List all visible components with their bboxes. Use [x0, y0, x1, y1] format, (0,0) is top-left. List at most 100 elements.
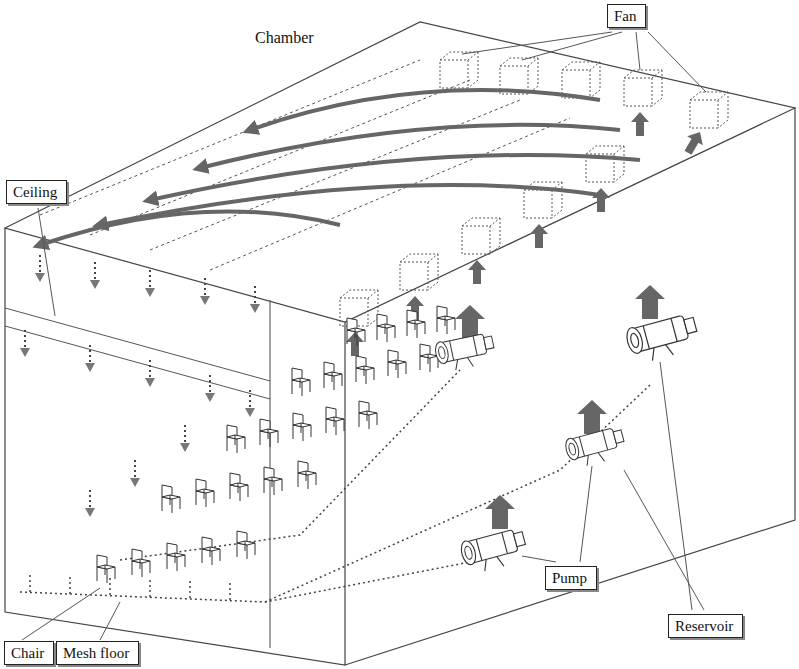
- flow-curve: [150, 155, 640, 200]
- leader-line: [462, 32, 612, 54]
- leader-line: [22, 588, 100, 640]
- airflow-arrow: [631, 112, 649, 136]
- chair: [407, 310, 425, 338]
- ceiling-line: [5, 326, 270, 399]
- airflow-arrow: [468, 260, 486, 284]
- chair: [227, 425, 245, 453]
- ceiling-airflow: [40, 90, 640, 245]
- chair: [347, 318, 365, 346]
- fan-unit: [440, 52, 478, 88]
- pump-unit: [564, 425, 628, 470]
- figure-label: Chamber: [255, 28, 314, 47]
- chair: [292, 368, 310, 396]
- downflow-arrows: [20, 255, 260, 517]
- label-box: Reservoir: [668, 614, 743, 638]
- ceiling-line: [5, 308, 270, 381]
- chair: [132, 549, 150, 577]
- fan-unit: [400, 254, 438, 290]
- downflow-arrow: [145, 360, 155, 387]
- leader-line: [100, 602, 120, 640]
- downflow-arrow: [205, 375, 215, 402]
- leader-line: [522, 32, 622, 60]
- chair: [230, 473, 248, 501]
- chairs: [97, 306, 455, 583]
- leader-line: [648, 32, 706, 92]
- label-box: Chair: [4, 641, 54, 665]
- chair: [298, 461, 316, 489]
- fan-unit: [624, 70, 662, 106]
- airflow-arrow: [635, 285, 665, 319]
- fan-unit: [586, 146, 624, 182]
- ceiling-grid-line: [90, 80, 470, 235]
- leader-line: [636, 32, 640, 70]
- label-box: Fan: [607, 4, 646, 28]
- downflow-arrow: [35, 255, 45, 282]
- flow-curve: [100, 185, 600, 225]
- pump-up-arrows: [455, 285, 665, 529]
- chair: [237, 531, 255, 559]
- top-face: [5, 22, 795, 322]
- airflow-arrow: [592, 188, 610, 212]
- leader-line: [38, 208, 55, 316]
- part-name: Ceiling: [13, 183, 60, 201]
- part-name: Reservoir: [675, 617, 736, 635]
- downflow-arrow: [245, 390, 255, 417]
- chamber-outline: [5, 22, 795, 665]
- ceiling-grid-line: [210, 118, 570, 270]
- chair: [196, 479, 214, 507]
- chair: [359, 401, 377, 429]
- part-name: Pump: [552, 569, 590, 587]
- mesh-floor: [20, 370, 650, 602]
- fan-unit: [462, 218, 500, 254]
- chair: [162, 485, 180, 513]
- chair: [437, 306, 455, 334]
- floor-duct-line: [120, 370, 460, 560]
- chair: [326, 407, 344, 435]
- leader-line: [580, 466, 592, 562]
- fan-unit: [340, 290, 378, 326]
- chair: [388, 350, 406, 378]
- floor-duct-line: [265, 385, 650, 602]
- part-name: Mesh floor: [63, 644, 132, 662]
- airflow-arrow: [530, 224, 548, 248]
- fan-unit: [562, 62, 600, 98]
- airflow-arrow: [485, 495, 515, 529]
- downflow-arrow: [145, 270, 155, 297]
- chair: [202, 537, 220, 565]
- airflow-arrow: [680, 128, 708, 158]
- downflow-arrow: [250, 286, 260, 313]
- airflow-arrow: [577, 400, 607, 434]
- label-box: Mesh floor: [56, 641, 139, 665]
- chair: [260, 419, 278, 447]
- part-name: Fan: [614, 7, 639, 25]
- leader-line: [624, 470, 704, 610]
- leader-line: [660, 362, 692, 610]
- chair: [167, 543, 185, 571]
- downflow-arrow: [90, 262, 100, 289]
- chair: [293, 413, 311, 441]
- downflow-arrow: [200, 278, 210, 305]
- pump-unit: [434, 331, 497, 373]
- downflow-arrow: [85, 490, 95, 517]
- ceiling-grid-line: [150, 100, 520, 250]
- fan-unit: [690, 92, 728, 128]
- chair: [97, 555, 115, 583]
- chair: [356, 356, 374, 384]
- fan-up-arrows: [346, 112, 708, 356]
- downflow-arrow: [20, 330, 30, 357]
- leader-line: [522, 556, 556, 562]
- pumps: [434, 312, 701, 576]
- label-box: Pump: [545, 566, 597, 590]
- ceiling-plane: [5, 60, 570, 399]
- front-face: [5, 228, 345, 665]
- flow-curve: [40, 211, 340, 245]
- chair: [377, 314, 395, 342]
- downflow-arrow: [180, 425, 190, 452]
- label-box: Ceiling: [6, 180, 67, 204]
- chair: [324, 362, 342, 390]
- mesh-floor-stubs: [30, 575, 230, 600]
- part-name: Chair: [11, 644, 47, 662]
